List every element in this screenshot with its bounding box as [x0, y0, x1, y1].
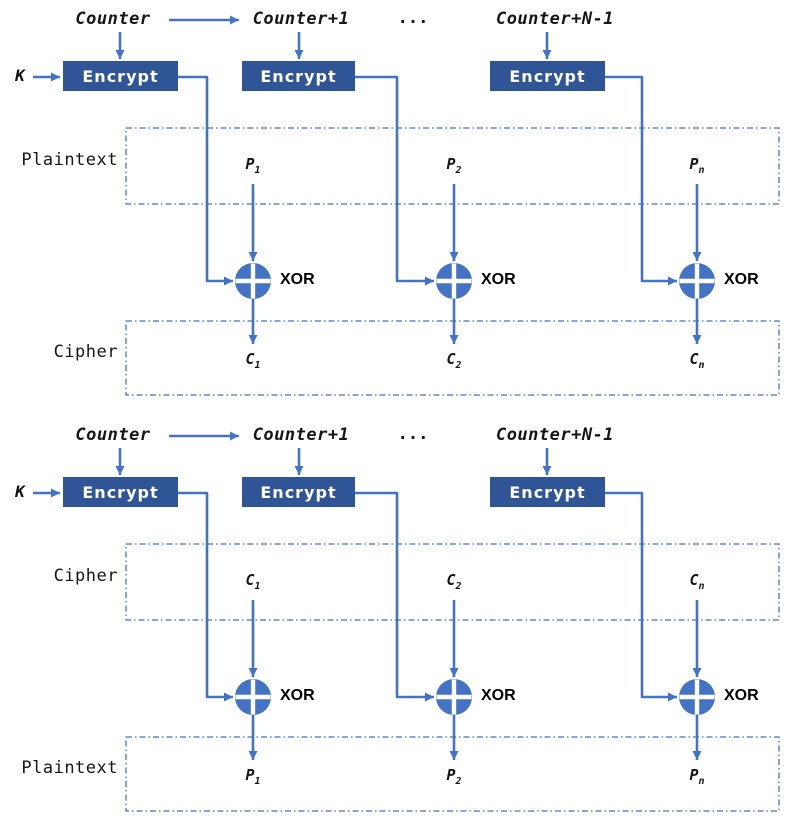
encrypt-box-label: Encrypt [509, 66, 586, 86]
cipher-band-box [125, 543, 780, 621]
decryption-diagram: Counter Counter+1 ... Counter+N-1 K Encr… [0, 416, 790, 823]
p2-label: P2 [446, 155, 462, 176]
xor-icon [436, 263, 472, 299]
p1-label: P1 [245, 766, 261, 787]
c1-label: C1 [245, 350, 261, 371]
encrypt-box-1: Encrypt [63, 61, 178, 91]
counter-plus-1-label: Counter+1 [252, 425, 350, 445]
plaintext-band-box [125, 736, 780, 812]
counter-label: Counter [75, 9, 151, 29]
counter-plus-n-1-label: Counter+N-1 [495, 425, 615, 445]
plaintext-label: Plaintext [21, 150, 118, 170]
xor-label-1: XOR [280, 687, 315, 704]
encrypt-box-3: Encrypt [490, 477, 605, 507]
xor-label-3: XOR [724, 271, 759, 288]
connector-lines [33, 15, 780, 396]
encrypt-box-label: Encrypt [82, 482, 159, 502]
cn-label: Cn [689, 350, 705, 371]
pn-label: Pn [689, 766, 705, 787]
encrypt-box-label: Encrypt [82, 66, 159, 86]
c2-label: C2 [446, 571, 462, 592]
encrypt-box-3: Encrypt [490, 61, 605, 91]
cn-label: Cn [689, 571, 705, 592]
cipher-label: Cipher [53, 342, 118, 362]
keystream-wire-1 [178, 491, 233, 702]
cipher-label: Cipher [53, 566, 118, 586]
key-label: K [15, 482, 25, 501]
keystream-wire-1 [178, 75, 233, 286]
xor-icon [679, 263, 715, 299]
c1-label: C1 [245, 571, 261, 592]
encrypt-box-label: Encrypt [509, 482, 586, 502]
xor-icon [235, 263, 271, 299]
xor-label-1: XOR [280, 271, 315, 288]
encrypt-box-1: Encrypt [63, 477, 178, 507]
xor-label-2: XOR [481, 687, 516, 704]
keystream-wire-2 [355, 75, 434, 286]
plaintext-label: Plaintext [21, 758, 118, 778]
encrypt-box-label: Encrypt [260, 482, 337, 502]
counter-plus-1-label: Counter+1 [252, 9, 350, 29]
connector-lines [33, 431, 780, 812]
encrypt-box-2: Encrypt [242, 477, 355, 507]
p1-label: P1 [245, 155, 261, 176]
keystream-wire-3 [605, 491, 677, 702]
encryption-diagram: Counter Counter+1 ... Counter+N-1 K Encr… [0, 0, 790, 407]
p2-label: P2 [446, 766, 462, 787]
counter-plus-n-1-label: Counter+N-1 [495, 9, 615, 29]
xor-icon [235, 679, 271, 715]
key-label: K [15, 66, 25, 85]
xor-label-3: XOR [724, 687, 759, 704]
ellipsis-label: ... [397, 8, 429, 28]
counter-label: Counter [75, 425, 151, 445]
ellipsis-label: ... [397, 424, 429, 444]
keystream-wire-2 [355, 491, 434, 702]
encrypt-box-label: Encrypt [260, 66, 337, 86]
xor-icon [679, 679, 715, 715]
xor-icon [436, 679, 472, 715]
c2-label: C2 [446, 350, 462, 371]
keystream-wire-3 [605, 75, 677, 286]
cipher-band-box [125, 320, 780, 396]
encrypt-box-2: Encrypt [242, 61, 355, 91]
pn-label: Pn [689, 155, 705, 176]
xor-label-2: XOR [481, 271, 516, 288]
plaintext-band-box [125, 127, 780, 205]
